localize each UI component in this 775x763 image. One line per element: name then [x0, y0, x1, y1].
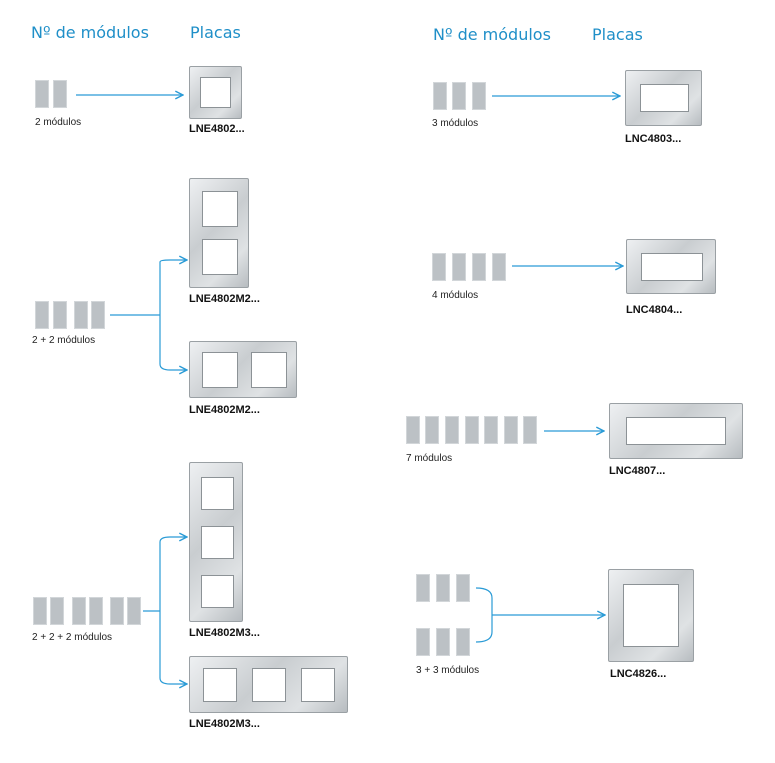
- module-block: [456, 574, 470, 602]
- module-block: [91, 301, 105, 329]
- modules-label: 2 + 2 + 2 módulos: [32, 632, 113, 643]
- module-block: [472, 82, 486, 110]
- plate-image: [626, 239, 716, 294]
- module-block: [436, 574, 450, 602]
- module-block: [35, 301, 49, 329]
- module-block: [89, 597, 103, 625]
- plate-window: [301, 668, 335, 702]
- branch-2-2-2-modules: [143, 536, 186, 685]
- module-block: [452, 253, 466, 281]
- plate-code: LNE4802...: [189, 123, 245, 135]
- plate-window: [202, 239, 238, 275]
- branch-2-2-modules: [110, 259, 186, 371]
- plate-window: [251, 352, 287, 388]
- plate-window: [252, 668, 286, 702]
- plate-image-vertical: [189, 462, 243, 622]
- module-block: [433, 82, 447, 110]
- modules-label: 4 módulos: [432, 290, 479, 301]
- module-block: [436, 628, 450, 656]
- module-block: [523, 416, 537, 444]
- plate-window: [640, 84, 689, 112]
- plate-image: [625, 70, 702, 126]
- plate-code: LNE4802M2...: [189, 293, 260, 305]
- module-block: [33, 597, 47, 625]
- plate-window: [200, 77, 231, 108]
- module-block: [465, 416, 479, 444]
- plate-code: LNC4804...: [626, 304, 683, 316]
- modules-header-right: Nº de módulos: [433, 25, 551, 44]
- plate-window: [641, 253, 703, 281]
- module-block: [53, 80, 67, 108]
- module-block: [406, 416, 420, 444]
- modules-header-left: Nº de módulos: [31, 23, 149, 42]
- module-block: [416, 628, 430, 656]
- plate-image-horizontal: [189, 656, 348, 713]
- module-block: [425, 416, 439, 444]
- plate-code: LNC4826...: [610, 668, 667, 680]
- module-block: [110, 597, 124, 625]
- plate-image-vertical: [189, 178, 249, 288]
- plate-image: [608, 569, 694, 662]
- plates-header-right: Placas: [592, 25, 643, 44]
- plate-window: [201, 477, 234, 510]
- plate-code: LNE4802M3...: [189, 627, 260, 639]
- plate-code: LNE4802M2...: [189, 404, 260, 416]
- plate-window: [202, 352, 238, 388]
- modules-label: 2 + 2 módulos: [32, 335, 96, 346]
- plate-code: LNC4807...: [609, 465, 666, 477]
- merge-3-3-modules: [475, 587, 604, 643]
- module-block: [472, 253, 486, 281]
- plate-image: [189, 66, 242, 119]
- plate-window: [623, 584, 679, 647]
- module-block: [492, 253, 506, 281]
- plate-window: [626, 417, 726, 445]
- module-block: [416, 574, 430, 602]
- modules-label: 2 módulos: [35, 117, 82, 128]
- module-block: [72, 597, 86, 625]
- module-block: [74, 301, 88, 329]
- plate-code: LNC4803...: [625, 133, 682, 145]
- module-block: [127, 597, 141, 625]
- module-block: [452, 82, 466, 110]
- plate-code: LNE4802M3...: [189, 718, 260, 730]
- modules-label: 3 módulos: [432, 118, 479, 129]
- plate-image-horizontal: [189, 341, 297, 398]
- modules-label: 7 módulos: [406, 453, 453, 464]
- plates-header-left: Placas: [190, 23, 241, 42]
- module-block: [445, 416, 459, 444]
- plate-window: [203, 668, 237, 702]
- module-block: [53, 301, 67, 329]
- module-block: [484, 416, 498, 444]
- plate-image: [609, 403, 743, 459]
- module-block: [504, 416, 518, 444]
- plate-window: [201, 526, 234, 559]
- module-block: [35, 80, 49, 108]
- module-block: [432, 253, 446, 281]
- module-block: [456, 628, 470, 656]
- modules-label: 3 + 3 módulos: [416, 665, 480, 676]
- plate-window: [202, 191, 238, 227]
- module-block: [50, 597, 64, 625]
- plate-window: [201, 575, 234, 608]
